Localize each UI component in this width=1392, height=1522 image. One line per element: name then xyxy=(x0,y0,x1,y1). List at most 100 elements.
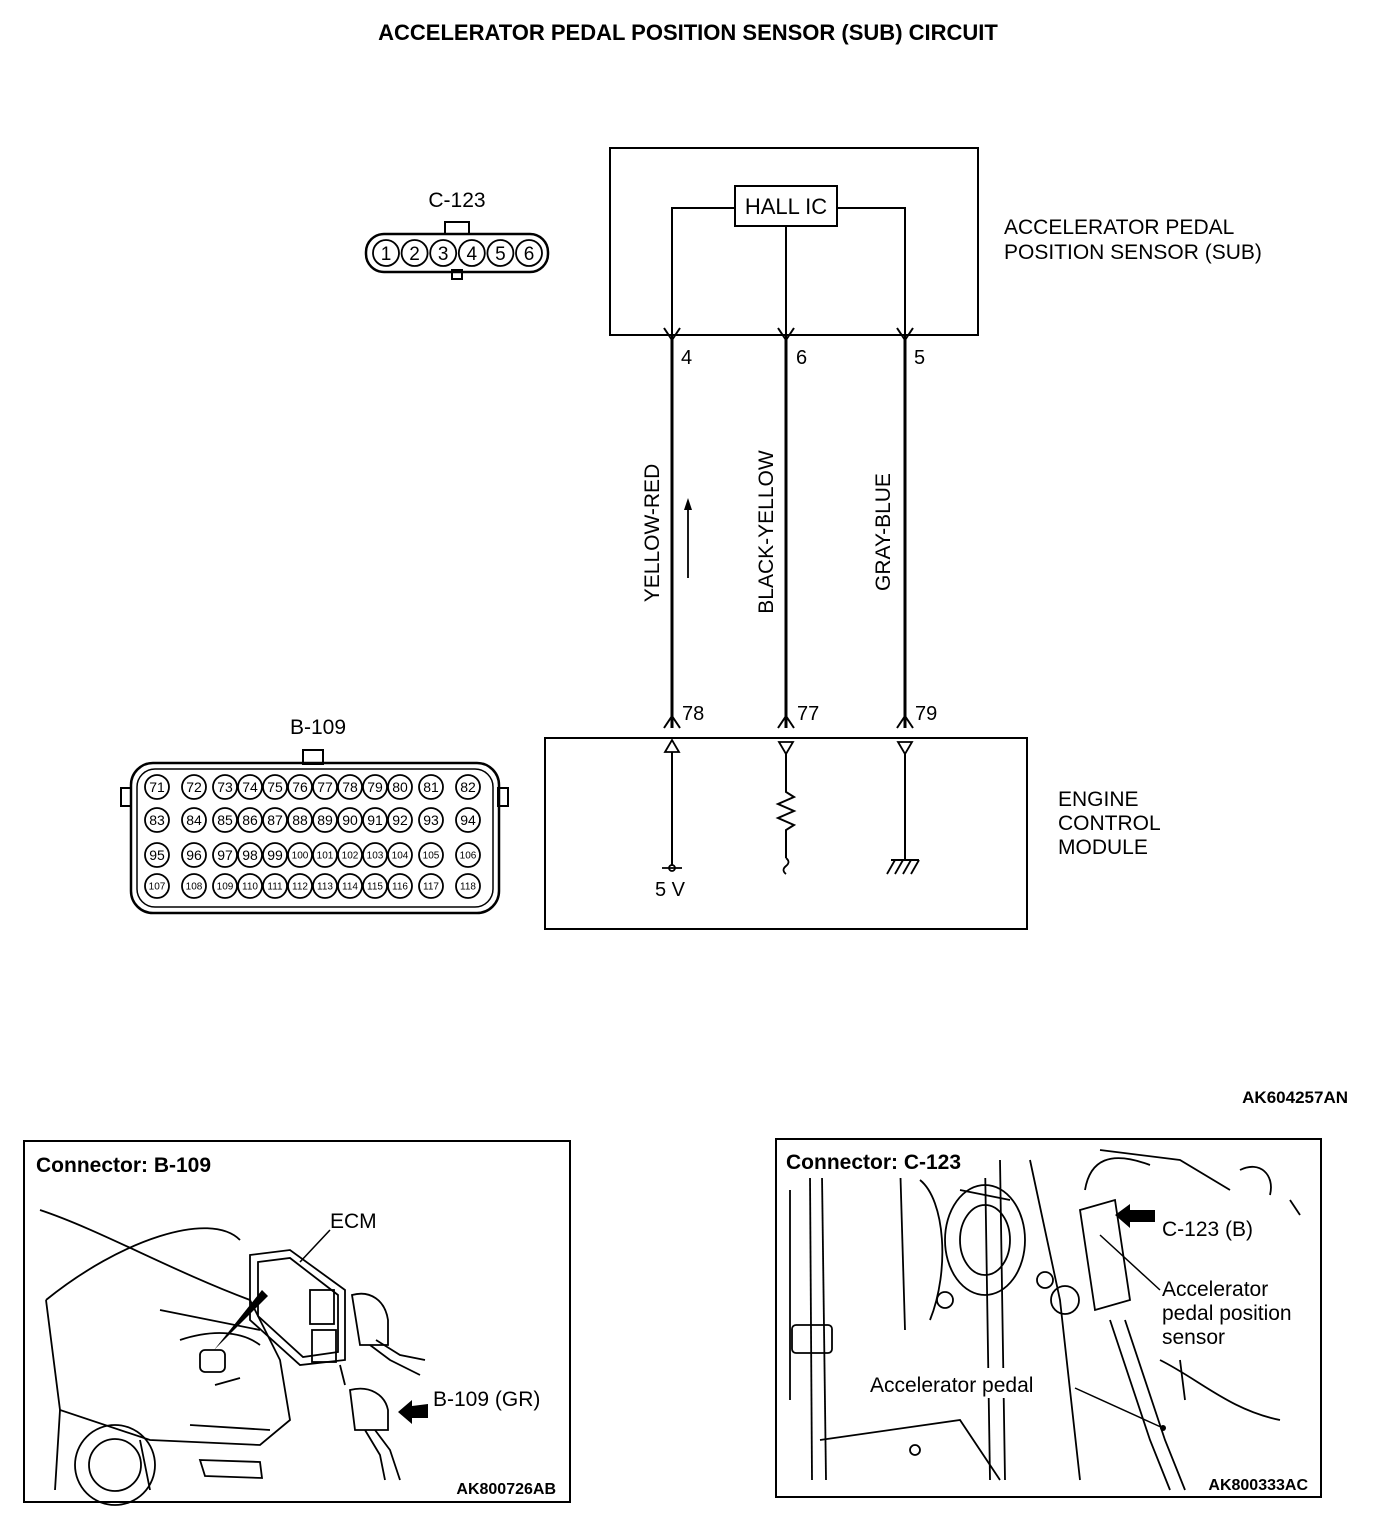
c123-pin-6-circle xyxy=(515,239,543,267)
b109-pin-88-circle xyxy=(287,807,313,833)
b109-pin-117: 117 xyxy=(423,882,439,893)
b109-pin-116: 116 xyxy=(392,882,408,893)
ecm-pin-79: 79 xyxy=(915,703,937,725)
b109-location-label: B-109 (GR) xyxy=(433,1388,540,1411)
b109-pin-118-circle xyxy=(455,873,481,899)
c123-pin-6: 6 xyxy=(524,244,535,265)
b109-pin-93-circle xyxy=(418,807,444,833)
pedal-label: Accelerator pedal xyxy=(870,1374,1033,1397)
b109-pin-98: 98 xyxy=(242,847,258,863)
b109-pin-85-circle xyxy=(212,807,238,833)
b109-pin-72-circle xyxy=(181,774,207,800)
b109-pin-93: 93 xyxy=(423,812,439,828)
pointer-arrow-icon xyxy=(398,1400,428,1424)
panel-right-title: Connector: C-123 xyxy=(786,1151,961,1174)
b109-pin-83-circle xyxy=(144,807,170,833)
b109-pin-76-circle xyxy=(287,774,313,800)
c123-pin-2-circle xyxy=(400,239,429,267)
b109-pin-82: 82 xyxy=(460,779,476,795)
b109-pin-108-circle xyxy=(181,873,207,899)
b109-pin-85: 85 xyxy=(217,812,233,828)
b109-pin-109: 109 xyxy=(217,882,234,893)
b109-pin-107: 107 xyxy=(149,882,166,893)
c123-pin-2: 2 xyxy=(409,244,420,265)
b109-pin-98-circle xyxy=(237,842,263,868)
c123-pin-4: 4 xyxy=(467,244,478,265)
b109-pin-104-circle xyxy=(387,842,413,868)
b109-pin-96-circle xyxy=(181,842,207,868)
b109-pin-82-circle xyxy=(455,774,481,800)
b109-pin-90-circle xyxy=(337,807,363,833)
resistor-symbol xyxy=(775,754,797,858)
b109-pin-81-circle xyxy=(418,774,444,800)
b109-pin-86-circle xyxy=(237,807,263,833)
sensor-label-line1: Accelerator xyxy=(1162,1278,1268,1301)
sensor-box: HALL IC xyxy=(609,147,979,338)
b109-pin-100: 100 xyxy=(292,851,309,862)
panel-connector-b109: Connector: B-109 xyxy=(23,1140,571,1506)
b109-pin-101: 101 xyxy=(317,851,334,862)
c123-pin-1: 1 xyxy=(381,244,392,265)
b109-pin-102: 102 xyxy=(342,851,359,862)
b109-pin-114-circle xyxy=(337,873,363,899)
b109-pin-97: 97 xyxy=(217,847,233,863)
c123-pin-3: 3 xyxy=(438,244,449,265)
c123-pin-1-circle xyxy=(372,239,400,267)
ecm-name-line3: MODULE xyxy=(1058,836,1148,859)
b109-pin-79: 79 xyxy=(367,779,383,795)
b109-pin-108: 108 xyxy=(186,882,203,893)
panel-left-title: Connector: B-109 xyxy=(36,1154,211,1177)
b109-pin-81: 81 xyxy=(423,779,439,795)
b109-pin-79-circle xyxy=(362,774,388,800)
c123-pin-5-circle xyxy=(486,239,515,267)
b109-pin-114: 114 xyxy=(342,882,358,893)
wire-yellow-red: 4 78 YELLOW-RED xyxy=(641,327,704,729)
b109-pin-73-circle xyxy=(212,774,238,800)
b109-pin-118: 118 xyxy=(460,882,476,893)
sensor-name-line2: POSITION SENSOR (SUB) xyxy=(1004,241,1262,264)
b109-pin-97-circle xyxy=(212,842,238,868)
wire-color-gray-blue: GRAY-BLUE xyxy=(872,473,895,591)
c123-pin-3-circle xyxy=(429,239,458,267)
b109-pin-105-circle xyxy=(418,842,444,868)
figure-code: AK604257AN xyxy=(1242,1088,1348,1107)
b109-pin-94-circle xyxy=(455,807,481,833)
panel-right-code: AK800333AC xyxy=(1208,1477,1308,1494)
b109-pin-101-circle xyxy=(312,842,338,868)
b109-pin-111-circle xyxy=(262,873,288,899)
ground-icon xyxy=(886,859,920,875)
b109-pin-92-circle xyxy=(387,807,413,833)
wire-color-yellow-red: YELLOW-RED xyxy=(641,464,664,602)
b109-pin-116-circle xyxy=(387,873,413,899)
ecm-module-illustration xyxy=(249,1249,426,1481)
wire-color-black-yellow: BLACK-YELLOW xyxy=(755,450,778,614)
c123-location-label: C-123 (B) xyxy=(1162,1218,1253,1241)
b109-pin-99: 99 xyxy=(267,847,283,863)
sensor-label-line3: sensor xyxy=(1162,1326,1225,1349)
b109-pin-87-circle xyxy=(262,807,288,833)
hall-ic-label: HALL IC xyxy=(745,194,827,219)
sensor-name-line1: ACCELERATOR PEDAL xyxy=(1004,216,1234,239)
b109-pin-86: 86 xyxy=(242,812,258,828)
b109-pin-78-circle xyxy=(337,774,363,800)
b109-pin-112-circle xyxy=(287,873,313,899)
b109-pin-77: 77 xyxy=(317,779,333,795)
b109-pin-71: 71 xyxy=(149,779,165,795)
b109-pin-84: 84 xyxy=(186,812,202,828)
pedal-area-illustration xyxy=(789,1149,1301,1491)
b109-pin-106-circle xyxy=(455,842,481,868)
b109-pin-71-circle xyxy=(144,774,170,800)
connector-b109-label: B-109 xyxy=(290,716,346,739)
b109-pin-90: 90 xyxy=(342,812,358,828)
b109-pin-73: 73 xyxy=(217,779,233,795)
b109-pin-74-circle xyxy=(237,774,263,800)
wire-gray-blue: 5 79 GRAY-BLUE xyxy=(872,327,937,729)
b109-pin-115: 115 xyxy=(367,882,383,893)
b109-pin-102-circle xyxy=(337,842,363,868)
b109-pin-87: 87 xyxy=(267,812,283,828)
ecm-name-line2: CONTROL xyxy=(1058,812,1161,835)
b109-pin-89: 89 xyxy=(317,812,333,828)
b109-pin-111: 111 xyxy=(267,882,283,893)
b109-pin-84-circle xyxy=(181,807,207,833)
b109-pin-75-circle xyxy=(262,774,288,800)
